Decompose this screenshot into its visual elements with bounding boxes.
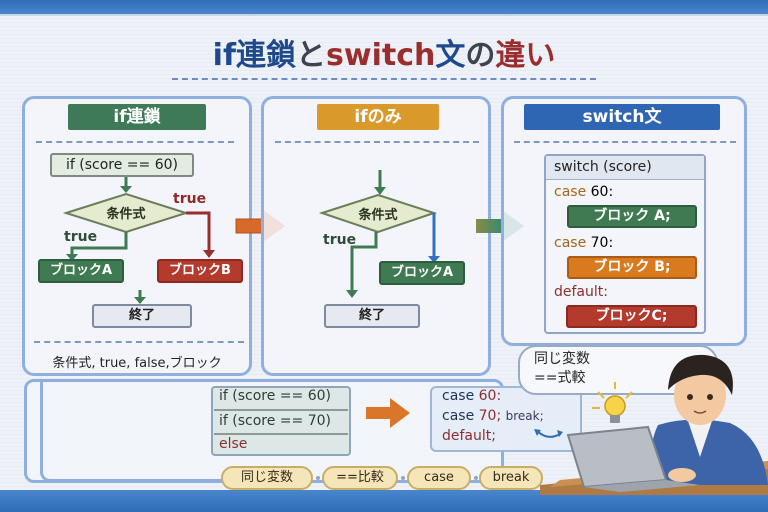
hand bbox=[668, 468, 696, 482]
true-label-left: true bbox=[64, 229, 98, 245]
true-label-right: true bbox=[173, 191, 207, 207]
decision-label: 条件式 bbox=[358, 208, 398, 223]
if-line-1: if (score == 60) bbox=[219, 388, 331, 404]
panel-if-only-divider bbox=[275, 141, 479, 143]
end-box: 終了 bbox=[92, 304, 192, 328]
summary-line-2: case 70; break; bbox=[442, 408, 544, 424]
panel-if-only-header: ifのみ bbox=[317, 104, 439, 130]
switch-code-summary-box bbox=[430, 386, 582, 452]
if-condition-box: if (score == 60) bbox=[50, 153, 194, 177]
top-band bbox=[0, 0, 768, 14]
true-left-path bbox=[70, 232, 128, 258]
true-path bbox=[350, 232, 378, 292]
summary-line-1: case 60: bbox=[442, 388, 501, 404]
case-value: 60: bbox=[478, 388, 502, 404]
student-illustration bbox=[540, 354, 768, 495]
hair bbox=[668, 354, 733, 395]
page-title: if連鎖とswitch文の違い bbox=[0, 30, 768, 74]
block-a: ブロックA bbox=[379, 261, 465, 285]
case-keyword: case bbox=[442, 408, 475, 424]
panel-if-chain-footer-divider bbox=[34, 341, 244, 343]
panel-if-chain-divider bbox=[36, 141, 234, 143]
if-code-box bbox=[211, 386, 351, 456]
mouth bbox=[693, 410, 707, 414]
true-right-path bbox=[186, 211, 211, 252]
switch-case-1-label: case 60: bbox=[554, 184, 613, 200]
case-value: 70; bbox=[478, 408, 502, 424]
laptop-base bbox=[584, 480, 700, 492]
title-if-chain: if連鎖 bbox=[212, 38, 296, 73]
arrow-head bbox=[346, 290, 358, 298]
title-chigai: 違い bbox=[495, 38, 556, 73]
tag-separator bbox=[474, 476, 478, 480]
bottom-inner-frame bbox=[40, 380, 300, 482]
case-keyword: case bbox=[554, 235, 587, 251]
arrow-head bbox=[66, 254, 78, 261]
arrow-head bbox=[134, 297, 146, 304]
speech-line-2: ==式較 bbox=[534, 370, 586, 386]
case-value: 70: bbox=[590, 235, 614, 251]
if-line-divider bbox=[214, 433, 348, 435]
speech-line-1: 同じ変数 bbox=[534, 351, 590, 367]
arrow-head bbox=[374, 187, 386, 195]
swap-arrow-icon bbox=[534, 429, 563, 438]
if-line-divider bbox=[214, 409, 348, 411]
tag-separator bbox=[316, 476, 320, 480]
switch-block-c: ブロックC; bbox=[566, 305, 697, 328]
orange-right-arrow bbox=[366, 398, 410, 428]
title-to: と bbox=[296, 38, 326, 73]
panel-switch-divider bbox=[514, 141, 736, 143]
shirt bbox=[688, 421, 712, 457]
decision-label: 条件式 bbox=[106, 207, 146, 222]
case-keyword: case bbox=[442, 388, 475, 404]
summary-line-3: default; bbox=[442, 428, 496, 444]
tag-break: break bbox=[479, 466, 543, 490]
tag-separator bbox=[401, 476, 405, 480]
arrow-head bbox=[428, 256, 440, 263]
end-box: 終了 bbox=[324, 304, 420, 328]
block-a: ブロックA bbox=[38, 259, 124, 283]
block-b: ブロックB bbox=[157, 259, 243, 283]
tag-case: case bbox=[407, 466, 471, 490]
break-keyword: break; bbox=[505, 409, 544, 423]
tag-equality-compare: ==比較 bbox=[322, 466, 398, 490]
title-switch: switch bbox=[326, 38, 436, 73]
title-bun: 文 bbox=[435, 38, 466, 73]
if-line-2: if (score == 70) bbox=[219, 413, 331, 429]
title-divider bbox=[172, 78, 596, 80]
if-line-else: else bbox=[219, 436, 248, 452]
switch-block-b: ブロック B; bbox=[567, 256, 697, 279]
panel-if-chain-header: if連鎖 bbox=[68, 104, 206, 130]
title-no: の bbox=[465, 38, 496, 73]
case-keyword: case bbox=[554, 184, 587, 200]
tag-same-variable: 同じ変数 bbox=[221, 466, 313, 490]
switch-default-label: default: bbox=[554, 284, 608, 300]
bottom-band bbox=[0, 490, 768, 512]
switch-case-2-label: case 70: bbox=[554, 235, 613, 251]
laptop-screen bbox=[566, 425, 668, 489]
eye bbox=[707, 394, 713, 400]
arrow-head bbox=[203, 250, 215, 258]
face bbox=[674, 365, 726, 425]
case-value: 60: bbox=[590, 184, 614, 200]
switch-block-a: ブロック A; bbox=[567, 205, 697, 228]
panel-if-chain-footer: 条件式, true, false,ブロック bbox=[52, 356, 222, 371]
switch-code-box bbox=[544, 154, 706, 334]
lightbulb-icon bbox=[592, 382, 633, 423]
panel-switch-header: switch文 bbox=[524, 104, 720, 130]
arrow-head bbox=[120, 186, 132, 193]
eye bbox=[687, 394, 693, 400]
switch-code-header: switch (score) bbox=[546, 156, 704, 180]
true-label: true bbox=[323, 232, 357, 248]
